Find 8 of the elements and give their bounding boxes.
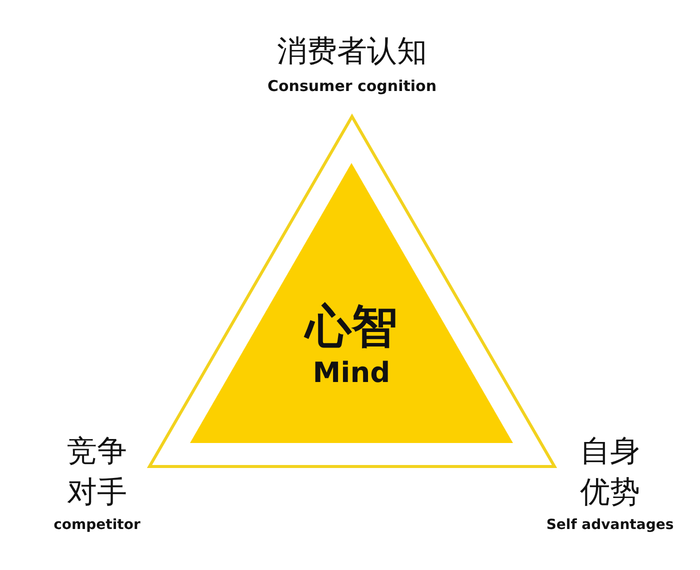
- heading: 自身优势: [579, 433, 641, 512]
- subheading: Consumer cognition: [267, 76, 437, 96]
- heading: 消费者认知: [277, 33, 427, 71]
- heading: 竞争对手: [66, 433, 128, 512]
- subheading: Self advantages: [546, 516, 674, 535]
- center-subtitle: Mind: [312, 359, 390, 387]
- subheading: competitor: [54, 516, 140, 535]
- center-title: 心智: [306, 303, 398, 349]
